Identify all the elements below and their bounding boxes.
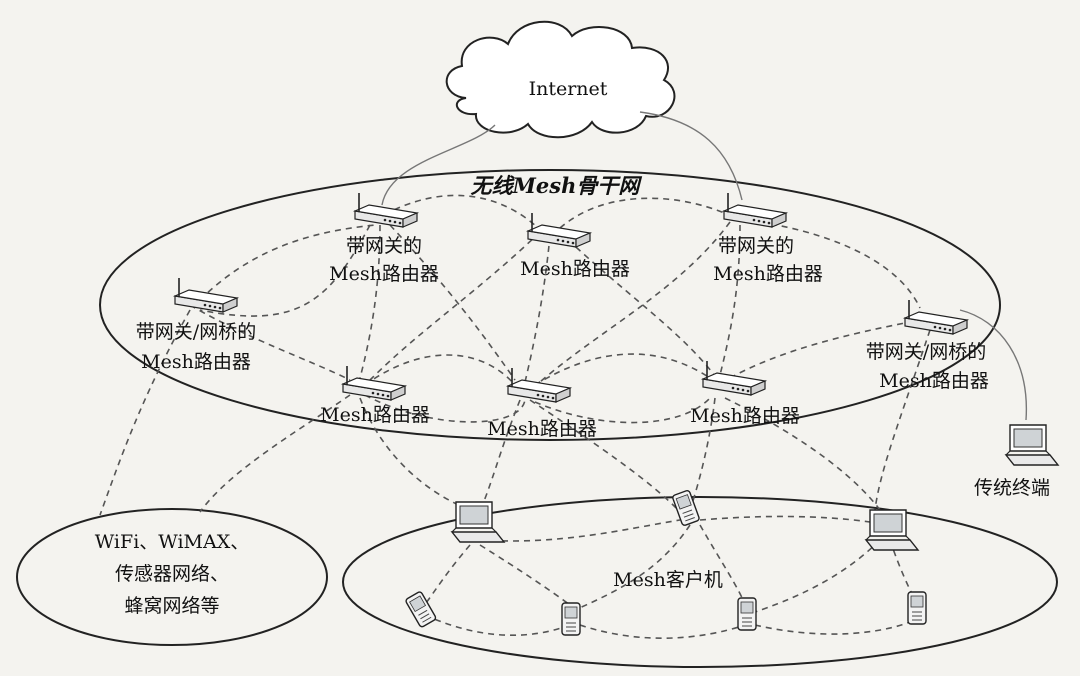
other-networks-line-2: 传感器网络、 <box>115 563 229 585</box>
laptop-icon-client-1 <box>451 501 505 543</box>
phone-icon-client-5 <box>907 591 927 625</box>
backbone-title: 无线Mesh骨干网 <box>470 173 643 198</box>
laptop-icon-legacy <box>1005 424 1059 466</box>
router-label-bottom-1: Mesh路由器 <box>320 404 430 426</box>
router-label-bridge-right-1: 带网关/网桥的 <box>866 341 986 363</box>
router-icon-bottom-3 <box>702 360 766 396</box>
router-icon-bottom-1 <box>342 365 406 401</box>
phone-icon-client-3 <box>561 602 581 636</box>
laptop-icon-client-2 <box>865 509 919 551</box>
router-label-gw-left-2: Mesh路由器 <box>329 263 439 285</box>
other-networks-ellipse <box>16 508 328 646</box>
internet-cloud <box>445 20 676 139</box>
client-ellipse <box>342 496 1058 668</box>
other-networks-line-1: WiFi、WiMAX、 <box>95 531 250 553</box>
router-icon-gw-right <box>723 192 787 228</box>
legacy-terminal-label: 传统终端 <box>974 477 1050 499</box>
router-icon-bridge-right <box>904 299 968 335</box>
router-label-gw-left-1: 带网关的 <box>346 235 422 257</box>
router-icon-bottom-2 <box>507 367 571 403</box>
router-label-gw-right-1: 带网关的 <box>718 235 794 257</box>
router-label-gw-right-2: Mesh路由器 <box>713 263 823 285</box>
router-label-bottom-2: Mesh路由器 <box>487 418 597 440</box>
mesh-links <box>99 194 931 639</box>
router-label-bridge-right-2: Mesh路由器 <box>879 370 989 392</box>
router-label-bottom-3: Mesh路由器 <box>690 405 800 427</box>
router-label-center-top: Mesh路由器 <box>520 258 630 280</box>
phone-icon-client-4 <box>737 597 757 631</box>
phone-icon-client-1 <box>671 489 701 527</box>
mesh-clients-label: Mesh客户机 <box>613 569 723 591</box>
router-icon-bridge-left <box>174 277 238 313</box>
router-icon-center-top <box>527 212 591 248</box>
router-label-bridge-left-2: Mesh路由器 <box>141 351 251 373</box>
phone-icon-client-2 <box>404 590 438 629</box>
router-icon-gw-left <box>354 192 418 228</box>
other-networks-line-3: 蜂窝网络等 <box>124 595 219 617</box>
backbone-ellipse <box>99 169 1001 441</box>
internet-label: Internet <box>529 78 608 100</box>
router-label-bridge-left-1: 带网关/网桥的 <box>136 321 256 343</box>
